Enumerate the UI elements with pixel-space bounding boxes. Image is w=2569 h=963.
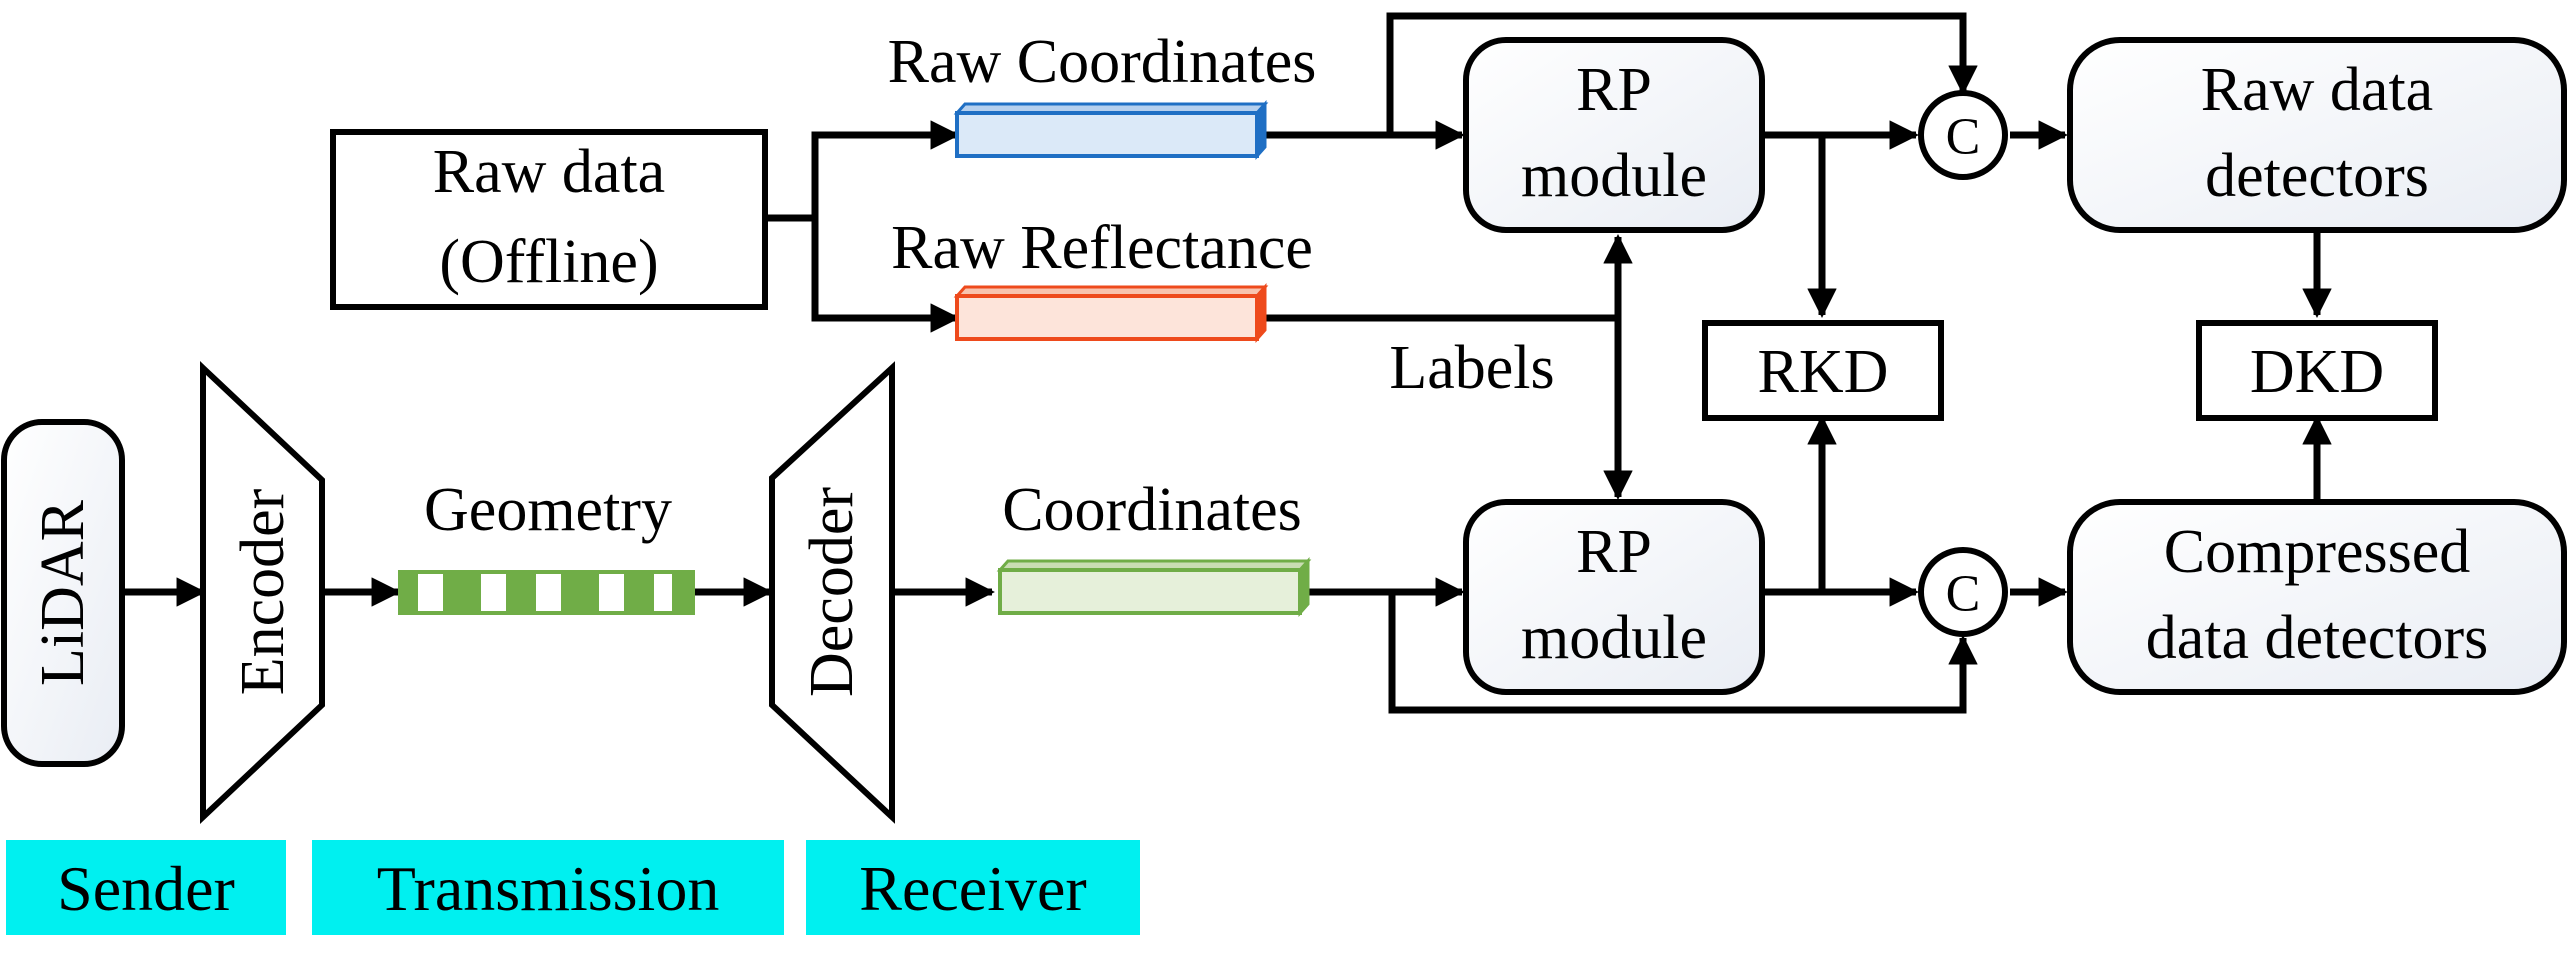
connectors [122, 12, 2332, 714]
top-bypass-line [1386, 12, 1978, 135]
raw-data-split-line [765, 120, 960, 222]
geometry-label: Geometry [424, 476, 672, 544]
raw-reflectance-bar [953, 283, 1269, 343]
stage-receiver-bg [806, 840, 1140, 935]
stage-transmission-bg [312, 840, 784, 935]
stage-sender: Sender [6, 840, 286, 935]
compressed-detectors-label-line1: Compressed [2164, 518, 2471, 586]
raw-coordinates-bar [953, 100, 1269, 160]
compressed-data-detectors: Compressed data detectors [2067, 499, 2567, 695]
raw-data-detectors: Raw data detectors [2067, 37, 2567, 233]
lidar-label: LiDAR [29, 499, 97, 686]
bottom-bypass-line [1388, 592, 1978, 714]
raw-coordinates-label: Raw Coordinates [888, 28, 1317, 96]
rp-module-bottom: RP module [1463, 499, 1765, 695]
compressed-detectors-label-line2: data detectors [2146, 604, 2489, 672]
raw-detectors-label-line1: Raw data [2201, 56, 2433, 124]
concat-top: C [1918, 90, 2008, 180]
stage-transmission: Transmission [312, 840, 784, 935]
raw-data-block: Raw data (Offline) [330, 129, 768, 310]
decoder-block: Decoder [769, 361, 895, 824]
raw-data-to-reflectance-line [811, 218, 960, 333]
dkd-block: DKD [2196, 320, 2438, 421]
stage-sender-label: Sender [57, 853, 235, 924]
concat-bottom: C [1918, 547, 2008, 637]
encoder-block: Encoder [200, 361, 325, 824]
geometry-segments [400, 572, 693, 613]
labels-label: Labels [1389, 334, 1554, 402]
decoder-label: Decoder [798, 487, 866, 697]
rp-bottom-label-line1: RP [1576, 518, 1652, 586]
rp-top-label-line2: module [1521, 142, 1707, 210]
dkd-label: DKD [2250, 338, 2384, 406]
lidar-block: LiDAR [1, 419, 125, 767]
encoder-label: Encoder [229, 488, 297, 695]
geometry-bitstream [398, 570, 695, 615]
stage-sender-bg [6, 840, 286, 935]
rp-bottom-label-line2: module [1521, 604, 1707, 672]
coordinates-bar [996, 557, 1312, 617]
rkd-label: RKD [1758, 338, 1889, 406]
rp-module-top: RP module [1463, 37, 1765, 233]
raw-detectors-label-line2: detectors [2205, 142, 2429, 210]
raw-reflectance-label: Raw Reflectance [891, 214, 1313, 282]
stage-receiver: Receiver [806, 840, 1140, 935]
stage-transmission-label: Transmission [377, 853, 720, 924]
rkd-block: RKD [1702, 320, 1944, 421]
coordinates-label: Coordinates [1002, 476, 1302, 544]
raw-data-label-line1: Raw data [433, 138, 665, 206]
concat-bottom-symbol: C [1946, 566, 1981, 623]
rp-top-label-line1: RP [1576, 56, 1652, 124]
raw-data-label-line2: (Offline) [439, 228, 658, 296]
stage-receiver-label: Receiver [859, 853, 1086, 924]
concat-top-symbol: C [1946, 109, 1981, 166]
